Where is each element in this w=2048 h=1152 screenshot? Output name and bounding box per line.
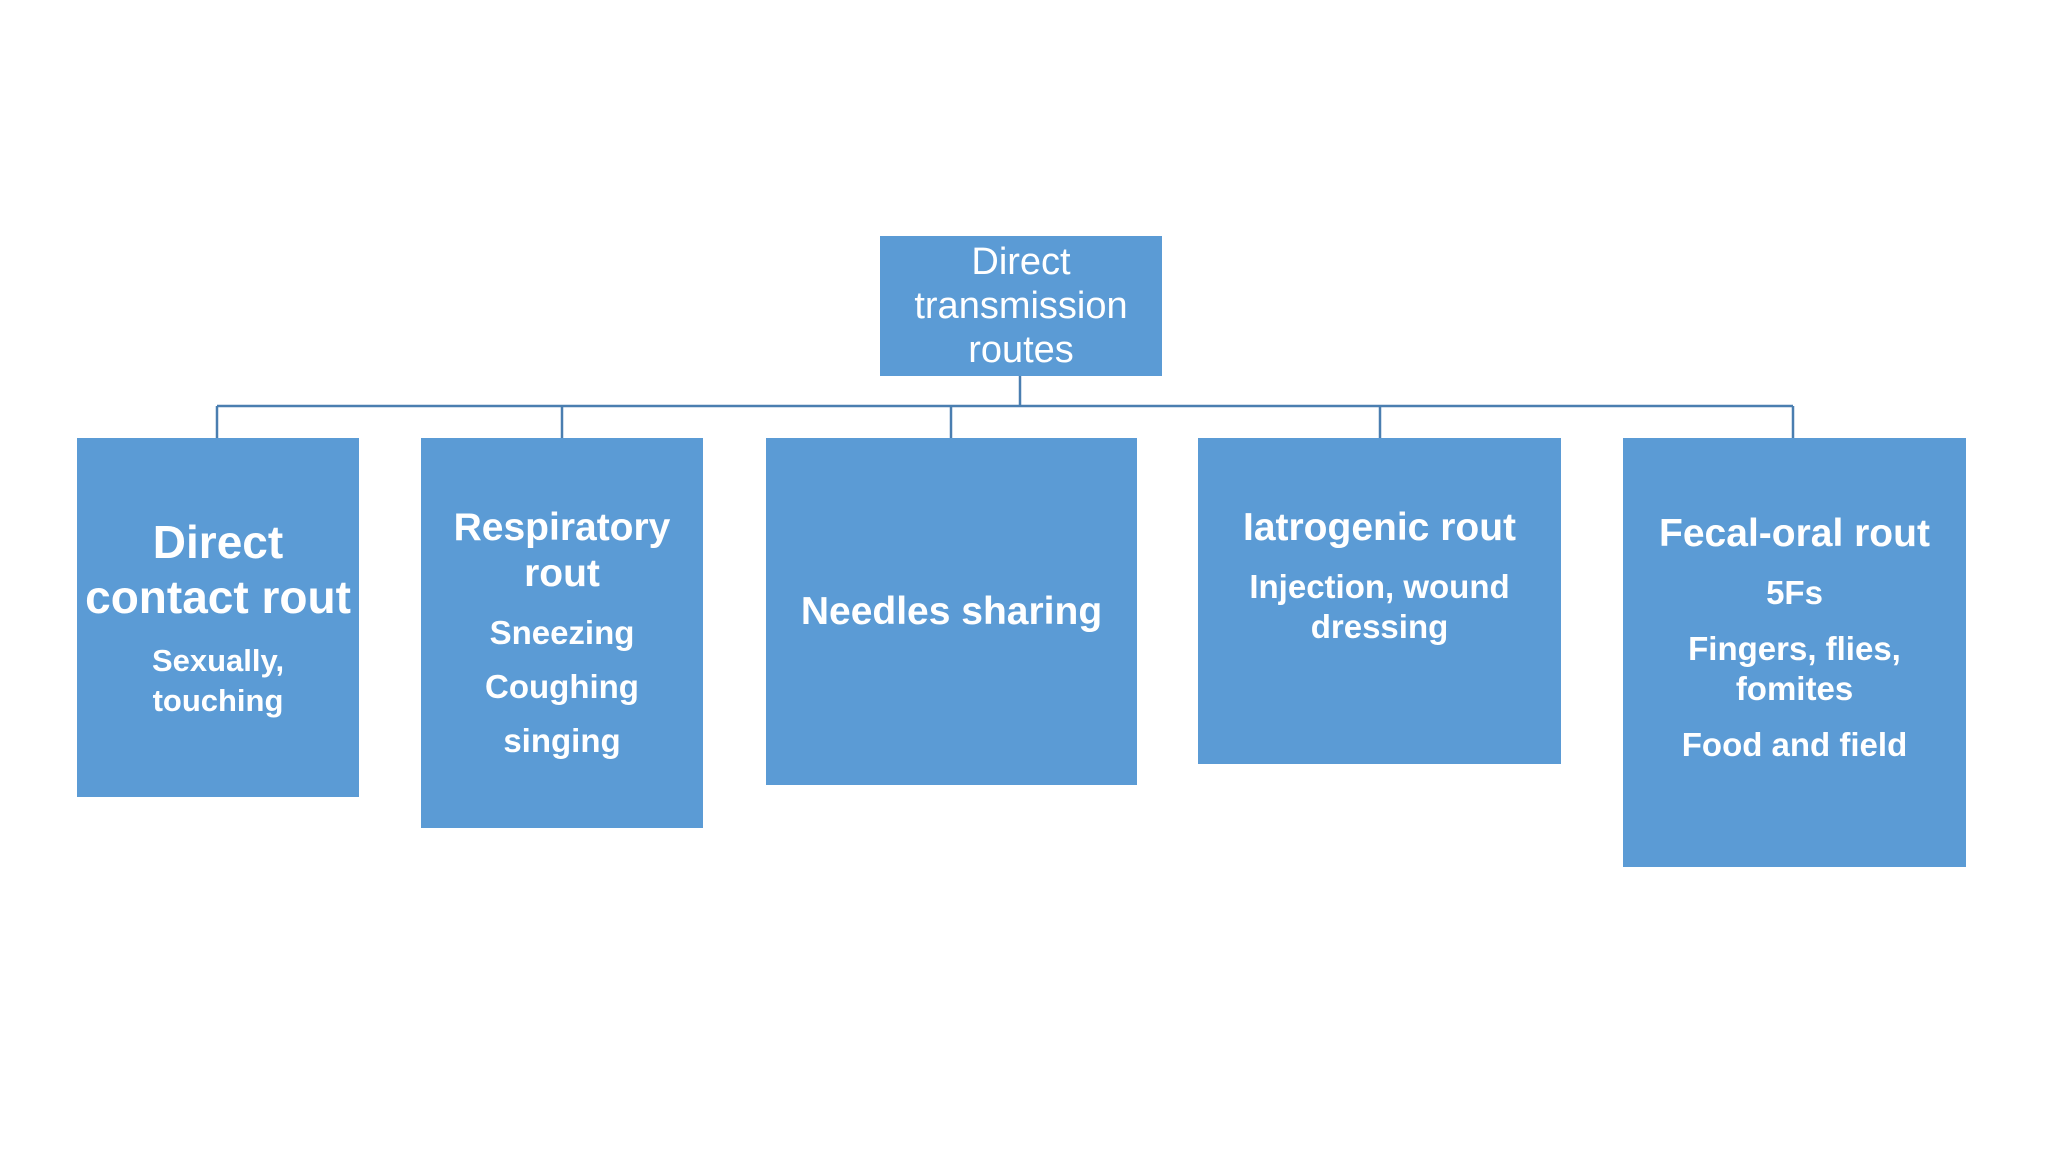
root-node: Direct transmission routes <box>880 236 1162 376</box>
child-node-respiratory: Respiratory rout Sneezing Coughing singi… <box>421 438 703 828</box>
child-detail: Coughing <box>485 668 639 705</box>
child-detail: Injection, wound dressing <box>1249 568 1510 645</box>
child-node-direct-contact: Direct contact rout Sexually, touching <box>77 438 359 797</box>
child-detail: Sneezing <box>489 614 635 651</box>
child-title: Fecal-oral rout <box>1659 511 1930 555</box>
child-title: Iatrogenic rout <box>1242 506 1517 549</box>
child-detail: Sexually, touching <box>151 642 285 718</box>
child-detail: 5Fs <box>1766 573 1823 611</box>
child-title: Needles sharing <box>800 589 1103 633</box>
child-detail: singing <box>503 722 621 759</box>
child-node-fecal-oral: Fecal-oral rout 5Fs Fingers, flies, fomi… <box>1623 438 1966 867</box>
child-node-iatrogenic: Iatrogenic rout Injection, wound dressin… <box>1198 438 1561 764</box>
child-title: Respiratory rout <box>453 506 671 595</box>
child-node-needles: Needles sharing <box>766 438 1137 785</box>
child-detail: Food and field <box>1681 725 1908 763</box>
root-label: Direct transmission routes <box>914 241 1128 371</box>
child-detail: Fingers, flies, fomites <box>1688 629 1901 707</box>
child-title: Direct contact rout <box>85 515 351 623</box>
